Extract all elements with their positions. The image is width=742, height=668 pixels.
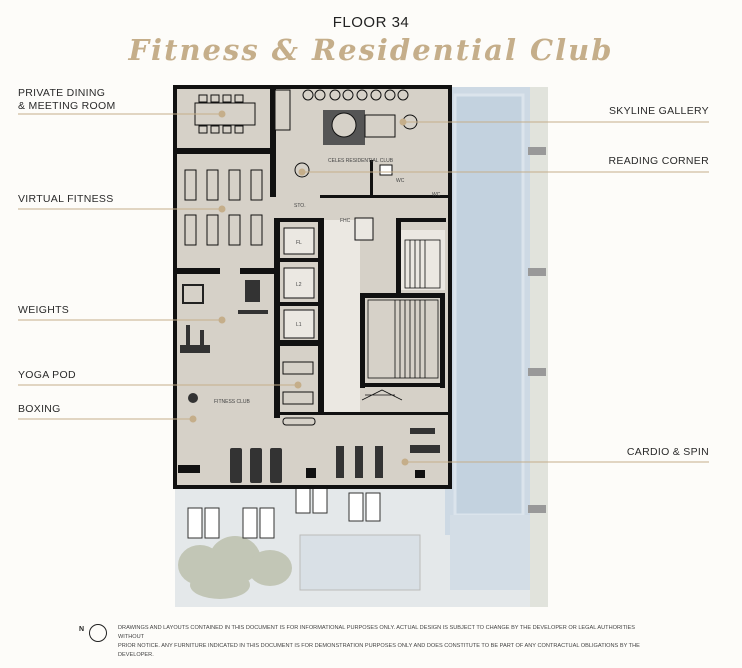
label-cardio-spin: CARDIO & SPIN — [626, 446, 709, 458]
floor-number: FLOOR 34 — [332, 14, 410, 31]
label-yoga-pod: YOGA POD — [18, 369, 76, 381]
stairs — [361, 239, 441, 401]
room-tag-store: STO. — [294, 203, 306, 209]
north-arrow-icon — [89, 624, 107, 642]
room-tag-wc: WC — [432, 192, 441, 198]
garden — [178, 536, 292, 599]
label-weights: WEIGHTS — [18, 304, 70, 316]
cardio-equipment — [180, 280, 440, 483]
fitness-pods — [184, 169, 316, 426]
page-title: Fitness & Residential Club — [128, 33, 614, 67]
leader-lines — [18, 110, 709, 466]
label-virtual-fitness: VIRTUAL FITNESS — [18, 193, 114, 205]
label-reading-corner: READING CORNER — [608, 155, 709, 167]
label-private-dining: PRIVATE DINING & MEETING ROOM — [18, 87, 116, 112]
north-label: N — [79, 626, 85, 633]
label-skyline-gallery: SKYLINE GALLERY — [608, 105, 709, 117]
disclaimer-line: PRIOR NOTICE. ANY FURNITURE INDICATED IN… — [118, 643, 640, 658]
disclaimer-line: DRAWINGS AND LAYOUTS CONTAINED IN THIS D… — [118, 625, 635, 640]
lounge-furniture — [294, 89, 418, 178]
room-tag-lift-fl: FL — [296, 240, 302, 246]
deck-strip — [530, 87, 548, 607]
room-tag-residential-club: CELES RESIDENTIAL CLUB — [328, 158, 394, 164]
room-tag-lift-l1: L1 — [296, 322, 302, 328]
room-tag-lift-l2: L2 — [296, 282, 302, 288]
room-tag-fhc: FHC — [340, 218, 351, 224]
label-boxing: BOXING — [18, 403, 61, 415]
room-tag-fitness-club: FITNESS CLUB — [214, 399, 251, 405]
disclaimer: DRAWINGS AND LAYOUTS CONTAINED IN THIS D… — [118, 624, 648, 660]
room-tag-wc: WC — [396, 178, 405, 184]
